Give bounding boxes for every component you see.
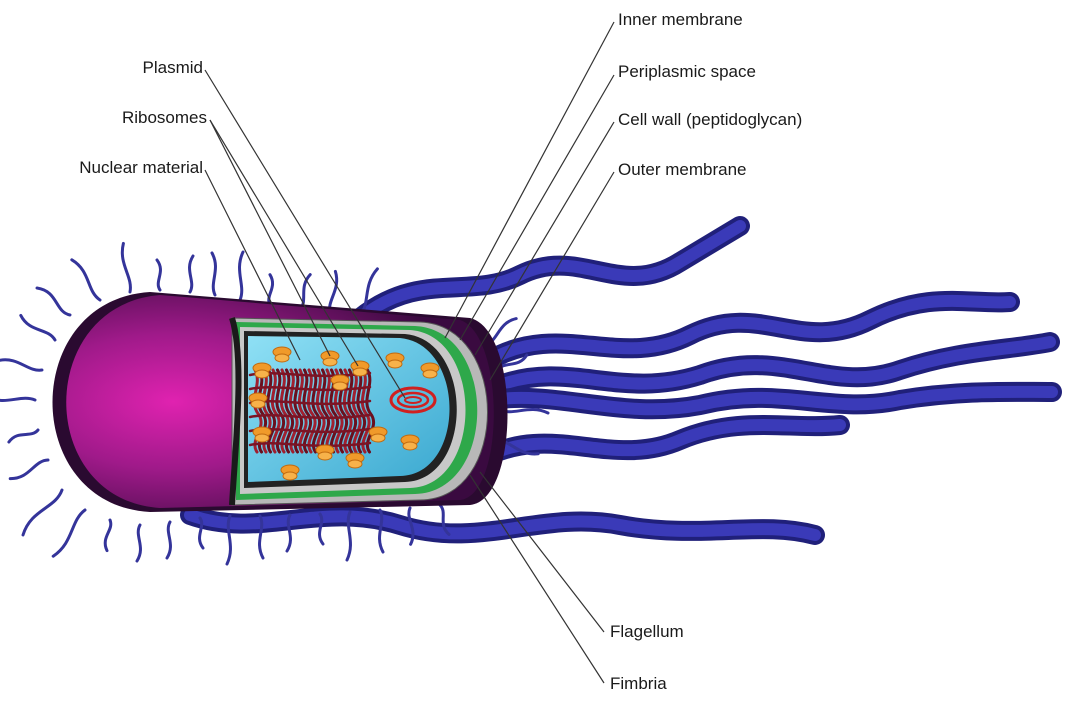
fimbria: [212, 253, 215, 295]
ribosome: [331, 375, 349, 390]
fimbria: [157, 260, 160, 290]
label-ribosomes: Ribosomes: [122, 108, 207, 128]
leader-cell-wall: [475, 122, 614, 355]
fimbria: [9, 430, 38, 442]
label-plasmid: Plasmid: [143, 58, 203, 78]
ribosome: [249, 393, 267, 408]
ribosome: [421, 363, 439, 378]
fimbria: [53, 510, 85, 556]
fimbria: [72, 260, 100, 300]
ribosome: [281, 465, 299, 480]
fimbria: [137, 525, 140, 561]
fimbria: [10, 460, 48, 479]
fimbria: [37, 288, 70, 315]
label-flagellum: Flagellum: [610, 622, 684, 642]
label-inner-membrane: Inner membrane: [618, 10, 743, 30]
fimbria: [287, 515, 290, 551]
fimbria: [0, 397, 35, 400]
fimbria: [227, 516, 230, 564]
ribosome: [253, 427, 271, 442]
fimbria: [200, 518, 203, 548]
leader-fimbria: [470, 475, 604, 683]
label-nuclear-material: Nuclear material: [79, 158, 203, 178]
ribosome: [386, 353, 404, 368]
fimbria: [21, 315, 55, 340]
fimbria: [23, 490, 62, 535]
fimbria: [260, 516, 263, 558]
label-outer-membrane: Outer membrane: [618, 160, 747, 180]
leader-flagellum: [480, 472, 604, 632]
ribosome: [316, 445, 334, 460]
ribosome: [401, 435, 419, 450]
fimbria: [122, 243, 130, 292]
label-cell-wall: Cell wall (peptidoglycan): [618, 110, 802, 130]
ribosome: [321, 351, 339, 366]
fimbria: [167, 522, 170, 558]
fimbria: [190, 256, 193, 292]
fimbria: [320, 514, 323, 544]
ribosome: [351, 361, 369, 376]
fimbria: [240, 252, 243, 300]
ribosome: [369, 427, 387, 442]
fimbria: [105, 520, 111, 551]
leader-inner-membrane: [445, 22, 614, 338]
label-fimbria: Fimbria: [610, 674, 667, 694]
label-periplasmic-space: Periplasmic space: [618, 62, 756, 82]
ribosome: [346, 453, 364, 468]
fimbria: [347, 512, 350, 560]
ribosome: [253, 363, 271, 378]
fimbria: [0, 360, 42, 370]
ribosome: [273, 347, 291, 362]
fimbria: [380, 510, 383, 552]
